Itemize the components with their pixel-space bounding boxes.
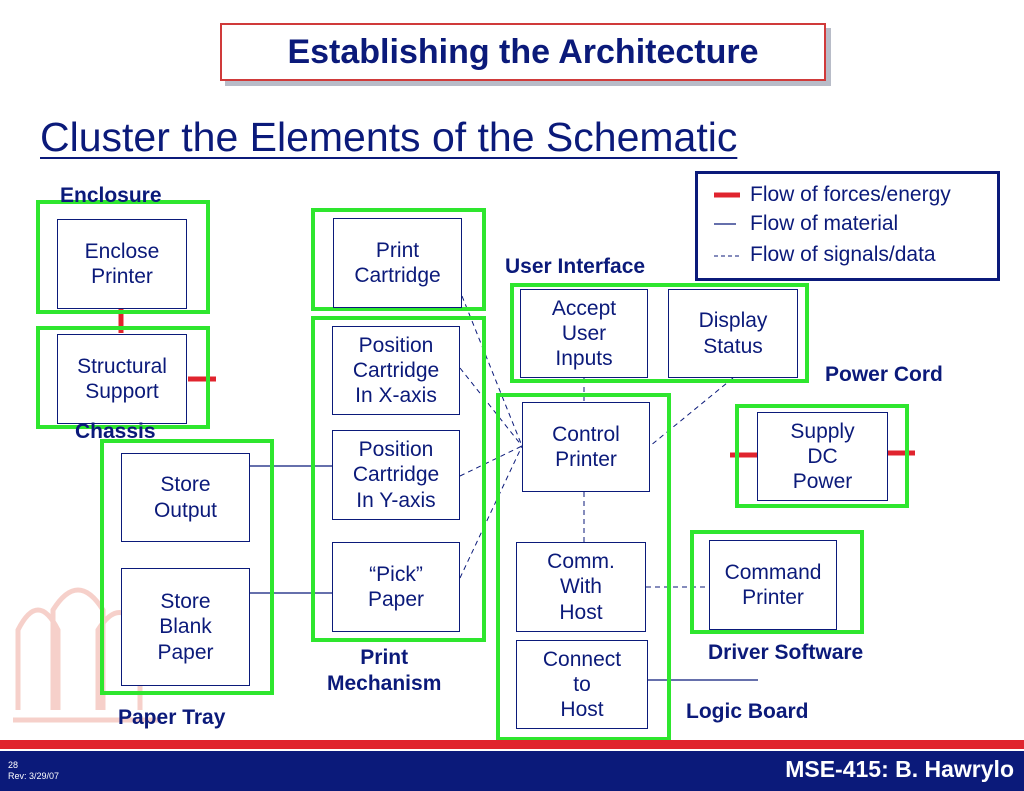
label-enclosure: Enclosure bbox=[60, 184, 162, 207]
cluster-print-cartridge-box bbox=[311, 208, 486, 311]
label-print-mechanism: Print Mechanism bbox=[327, 646, 442, 696]
legend-force-line-icon bbox=[714, 192, 740, 198]
slide-title: Establishing the Architecture bbox=[287, 32, 759, 71]
node-display-status: Display Status bbox=[668, 289, 798, 378]
legend-forces-label: Flow of forces/energy bbox=[750, 183, 951, 206]
footer-blue-bar bbox=[0, 751, 1024, 791]
footer-revision: Rev: 3/29/07 bbox=[8, 771, 60, 781]
cluster-logic-board-box bbox=[496, 393, 671, 741]
node-structural-support: Structural Support bbox=[57, 334, 187, 424]
legend: Flow of forces/energy Flow of material F… bbox=[695, 171, 1000, 281]
cluster-enclosure-box bbox=[36, 200, 210, 314]
node-position-x: Position Cartridge In X-axis bbox=[332, 326, 460, 415]
node-connect-to-host: Connect to Host bbox=[516, 640, 648, 729]
cluster-power-cord-box bbox=[735, 404, 909, 508]
cluster-driver-software-box bbox=[690, 530, 864, 634]
cluster-chassis-box bbox=[36, 326, 210, 429]
cluster-paper-tray-box bbox=[100, 439, 274, 695]
node-comm-with-host: Comm. With Host bbox=[516, 542, 646, 632]
legend-material-label: Flow of material bbox=[750, 212, 899, 235]
node-accept-user-inputs: Accept User Inputs bbox=[520, 289, 648, 378]
legend-material-line-icon bbox=[714, 223, 736, 225]
node-control-printer: Control Printer bbox=[522, 402, 650, 492]
cluster-user-interface-box bbox=[510, 283, 809, 383]
node-enclose-printer: Enclose Printer bbox=[57, 219, 187, 309]
label-power-cord: Power Cord bbox=[825, 363, 943, 386]
node-supply-dc-power: Supply DC Power bbox=[757, 412, 888, 501]
node-position-y: Position Cartridge In Y-axis bbox=[332, 430, 460, 520]
node-pick-paper: “Pick” Paper bbox=[332, 542, 460, 632]
label-driver-software: Driver Software bbox=[708, 641, 864, 664]
label-user-interface: User Interface bbox=[505, 255, 646, 278]
node-print-cartridge: Print Cartridge bbox=[333, 218, 462, 308]
footer-author: MSE-415: B. Hawrylo bbox=[785, 756, 1014, 782]
slide-subtitle: Cluster the Elements of the Schematic bbox=[40, 114, 738, 160]
footer-page-number: 28 bbox=[8, 760, 19, 770]
footer-red-bar bbox=[0, 740, 1024, 749]
node-command-printer: Command Printer bbox=[709, 540, 837, 630]
label-chassis: Chassis bbox=[75, 420, 156, 443]
node-store-output: Store Output bbox=[121, 453, 250, 542]
signal-link-y-control bbox=[459, 445, 523, 477]
label-logic-board: Logic Board bbox=[686, 700, 809, 723]
legend-signals-label: Flow of signals/data bbox=[750, 243, 936, 266]
node-store-blank-paper: Store Blank Paper bbox=[121, 568, 250, 686]
cluster-print-mechanism-box bbox=[311, 316, 486, 642]
signal-link-pick-control bbox=[459, 445, 523, 579]
label-paper-tray: Paper Tray bbox=[118, 706, 226, 729]
legend-signal-line-icon bbox=[714, 255, 740, 257]
signal-link-x-control bbox=[459, 367, 523, 447]
title-box: Establishing the Architecture bbox=[220, 23, 826, 81]
